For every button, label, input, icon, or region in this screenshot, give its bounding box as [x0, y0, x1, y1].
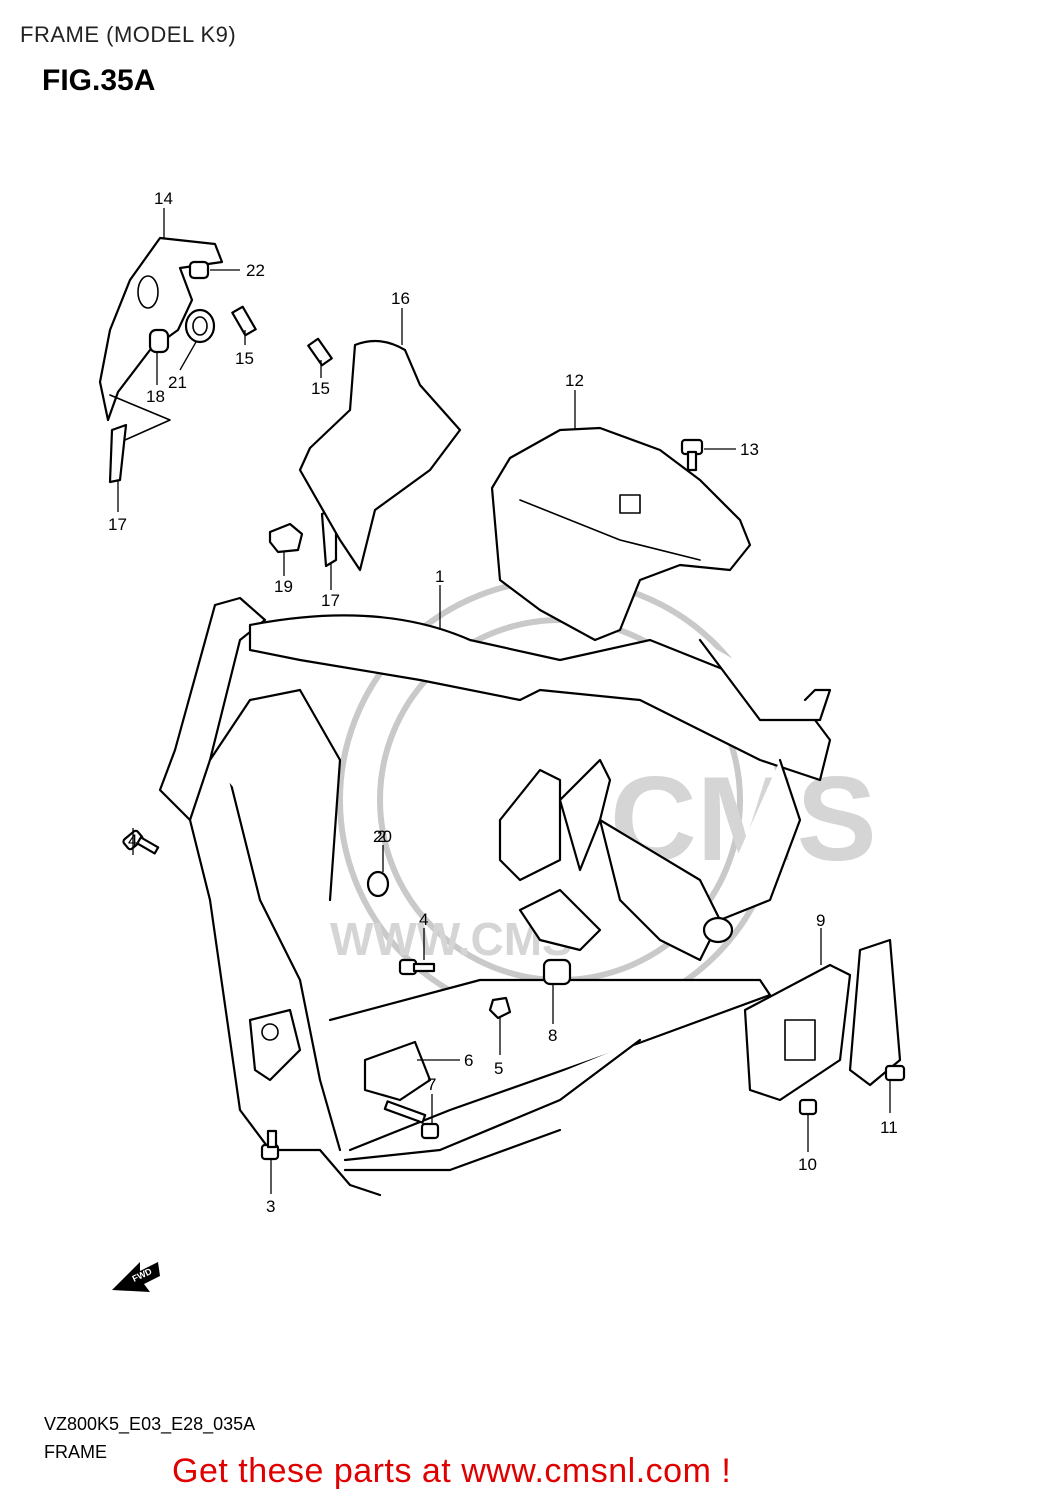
callout-15: 15	[235, 349, 254, 368]
part-3-bolt	[260, 1129, 280, 1161]
callout-10: 10	[798, 1155, 817, 1174]
callout-6: 6	[464, 1051, 473, 1070]
callout-17: 17	[108, 515, 127, 534]
part-9-box	[743, 938, 902, 1102]
callout-20-visible: 20	[373, 827, 392, 846]
callout-12: 12	[565, 371, 584, 390]
part-16-side-cover	[298, 339, 462, 572]
callout-3: 3	[266, 1197, 275, 1216]
callout-5: 5	[494, 1059, 503, 1078]
part-13-bolt	[680, 438, 704, 472]
part-6-plate	[363, 1040, 432, 1102]
part-12-battery-box	[490, 426, 752, 642]
callout-11: 11	[880, 1118, 898, 1137]
callout-13: 13	[740, 440, 759, 459]
diagram-label: FRAME	[44, 1442, 107, 1462]
callout-18: 18	[146, 387, 165, 406]
part-5-nut	[488, 996, 512, 1020]
part-21-ring	[184, 308, 216, 344]
leader-lines	[117, 208, 891, 1194]
part-4-bolt-b	[398, 958, 436, 976]
callout-labels: 14 22 15 21 18 17 16 15 12 13 19 17 1 4 …	[108, 189, 898, 1216]
callout-8: 8	[548, 1026, 557, 1045]
fwd-arrow-icon: FWD	[112, 1262, 160, 1292]
callout-22: 22	[246, 261, 265, 280]
part-8-collar	[542, 958, 572, 986]
callout-2: 2	[377, 827, 386, 846]
callout-14: 14	[154, 189, 173, 208]
callout-7: 7	[427, 1075, 436, 1094]
callout-4: 4	[128, 831, 137, 850]
callout-19: 19	[274, 577, 293, 596]
part-19-block	[268, 522, 304, 554]
callout-17: 17	[321, 591, 340, 610]
part-22-grommet	[188, 260, 210, 280]
callout-15: 15	[311, 379, 330, 398]
part-11-bolt	[884, 1064, 906, 1082]
part-17-strip	[108, 423, 338, 568]
part-1-main-frame	[158, 596, 832, 1197]
bolts	[122, 829, 906, 1161]
callout-9: 9	[816, 911, 825, 930]
part-20-plug	[366, 870, 390, 898]
part-7-bolt	[383, 1100, 440, 1140]
callout-4: 4	[419, 910, 428, 929]
diagram-code: VZ800K5_E03_E28_035A	[44, 1414, 256, 1434]
page-header: FRAME (MODEL K9)	[20, 22, 237, 47]
figure-title: FIG.35A	[42, 64, 156, 97]
part-10-bolt	[798, 1098, 818, 1116]
callout-21: 21	[168, 373, 187, 392]
callout-1: 1	[435, 567, 444, 586]
callout-16: 16	[391, 289, 410, 308]
part-4-bolt-a	[122, 829, 160, 855]
part-15-strip	[231, 305, 333, 367]
part-18-bushing	[148, 328, 170, 354]
shop-link[interactable]: Get these parts at www.cmsnl.com !	[172, 1452, 732, 1490]
